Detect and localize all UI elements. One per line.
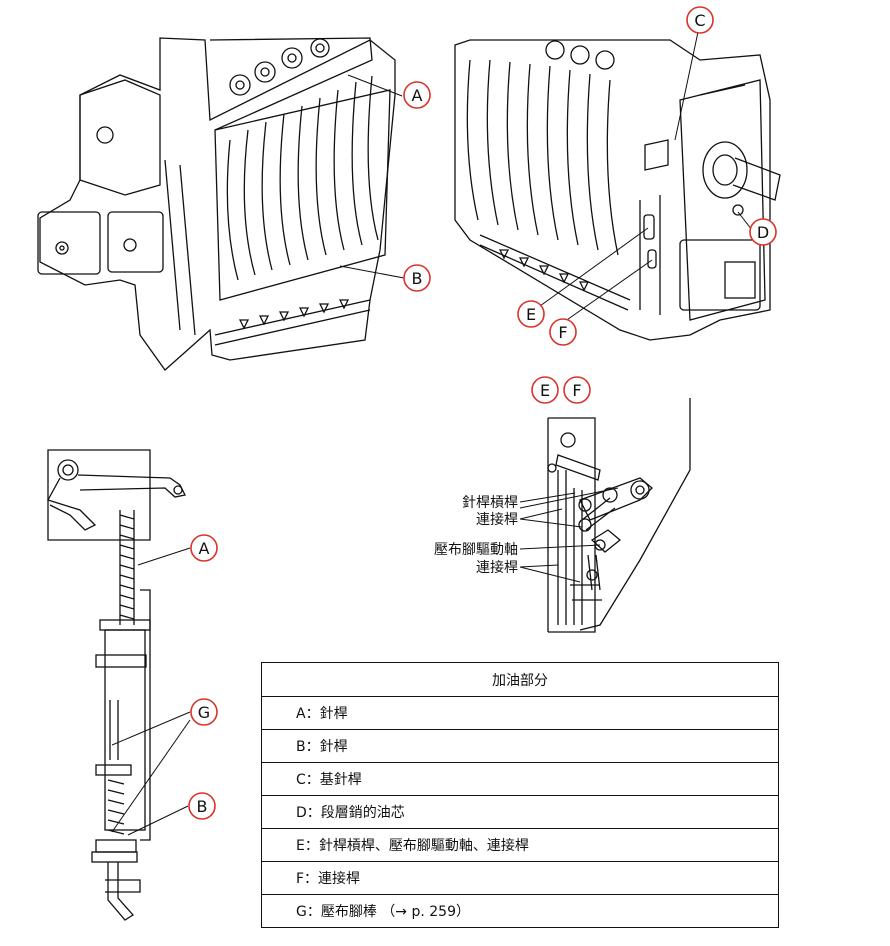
table-row: G：壓布腳棒 （→ p. 259） <box>262 894 778 927</box>
table-row: A：針桿 <box>262 696 778 729</box>
table-header: 加油部分 <box>492 672 548 689</box>
callout-c: C <box>686 6 714 34</box>
callout-a-top: A <box>403 81 431 109</box>
leader-lines <box>111 31 753 836</box>
svg-text:A: A <box>199 539 210 558</box>
label-presser-drive-shaft: 壓布腳驅動軸 <box>434 542 518 558</box>
callout-f-top: F <box>549 318 577 346</box>
label-link-2: 連接桿 <box>476 559 518 576</box>
callout-e-top: E <box>517 300 545 328</box>
table-row: B：針桿 <box>262 729 778 762</box>
svg-text:F: F <box>558 323 567 342</box>
svg-text:B: B <box>197 797 208 816</box>
svg-text:G: G <box>198 703 210 722</box>
svg-text:C: C <box>694 11 705 30</box>
svg-text:E: E <box>540 381 550 400</box>
callout-g: G <box>190 698 218 726</box>
callout-e-detail: E <box>531 376 559 404</box>
table-row: F：連接桿 <box>262 861 778 894</box>
callout-b-top: B <box>403 264 431 292</box>
table-row: E：針桿槓桿、壓布腳驅動軸、連接桿 <box>262 828 778 861</box>
table-row: C：基針桿 <box>262 762 778 795</box>
oiling-table: 加油部分 A：針桿 B：針桿 C：基針桿 D：段層銷的油芯 E：針桿槓桿、壓布腳… <box>261 662 779 928</box>
svg-text:A: A <box>412 86 423 105</box>
label-needle-bar-lever: 針桿槓桿 <box>462 495 518 511</box>
label-link-1: 連接桿 <box>476 511 518 528</box>
machine-head-left <box>37 37 396 371</box>
callout-a-bottom: A <box>190 534 218 562</box>
svg-text:D: D <box>757 223 769 242</box>
needle-bar-detail <box>47 449 186 921</box>
table-row: D：段層銷的油芯 <box>262 795 778 828</box>
svg-text:B: B <box>412 269 423 288</box>
callout-f-detail: F <box>563 376 591 404</box>
callout-d: D <box>749 218 777 246</box>
svg-text:E: E <box>526 305 536 324</box>
callout-b-bottom: B <box>188 792 216 820</box>
machine-head-right <box>454 39 781 341</box>
svg-text:F: F <box>572 381 581 400</box>
linkage-detail <box>547 398 691 633</box>
